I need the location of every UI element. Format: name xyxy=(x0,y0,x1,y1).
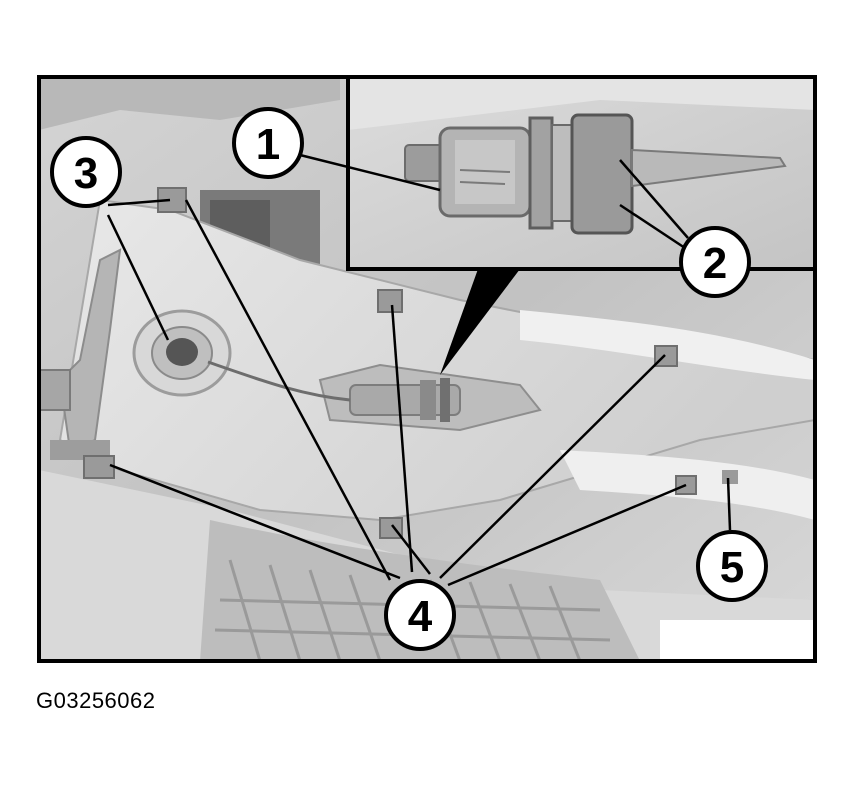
leader-lines xyxy=(106,153,732,587)
callout-3-label: 3 xyxy=(74,149,98,198)
callout-4-label: 4 xyxy=(408,592,433,641)
callout-2-label: 2 xyxy=(703,239,727,288)
callout-4: 4 xyxy=(384,579,456,651)
grommet xyxy=(132,309,232,397)
sensor-mount xyxy=(318,363,542,432)
inset-pointer xyxy=(440,269,520,375)
inset-detail xyxy=(346,75,817,271)
inset-sensor xyxy=(404,113,787,235)
callout-5: 5 xyxy=(696,530,768,602)
callout-2: 2 xyxy=(679,226,751,298)
callout-1-label: 1 xyxy=(256,120,280,169)
figure-id: G03256062 xyxy=(36,688,156,713)
photo-frame xyxy=(37,75,817,663)
callout-5-label: 5 xyxy=(720,543,744,592)
callout-3: 3 xyxy=(50,136,122,208)
callout-1: 1 xyxy=(232,107,304,179)
